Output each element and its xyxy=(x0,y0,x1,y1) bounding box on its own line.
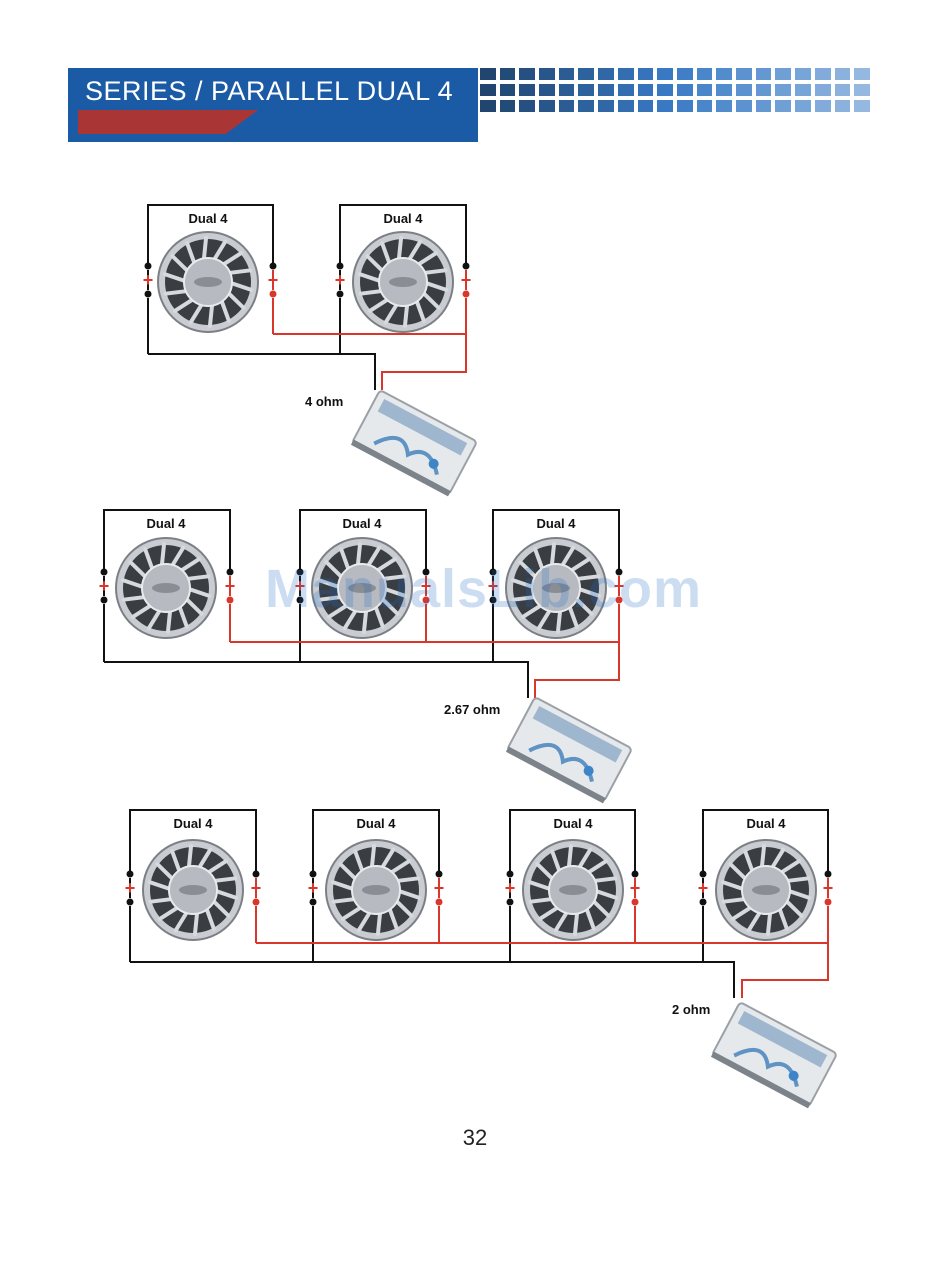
terminal-sign-2-3-l: + xyxy=(698,878,709,898)
speaker-label: Dual 4 xyxy=(536,516,576,531)
terminal-sign-1-0-l: + xyxy=(99,576,110,596)
terminal-dot xyxy=(253,899,260,906)
positive-bus xyxy=(230,642,619,698)
positive-bus xyxy=(273,334,466,390)
terminal-dot xyxy=(227,597,234,604)
subwoofer-2-2 xyxy=(523,840,623,940)
negative-bus xyxy=(130,962,734,998)
subwoofer-1-0 xyxy=(116,538,216,638)
terminal-sign-1-0-r: + xyxy=(225,576,236,596)
subwoofer-0-1 xyxy=(353,232,453,332)
terminal-dot xyxy=(337,291,344,298)
impedance-label: 2.67 ohm xyxy=(444,702,500,717)
terminal-dot xyxy=(632,899,639,906)
terminal-sign-0-1-l: + xyxy=(335,270,346,290)
amplifier-1 xyxy=(506,697,632,803)
positive-bus xyxy=(256,943,828,998)
terminal-dot xyxy=(337,263,344,270)
speaker-label: Dual 4 xyxy=(188,211,228,226)
terminal-sign-2-2-r: + xyxy=(630,878,641,898)
terminal-sign-0-1-r: + xyxy=(461,270,472,290)
page-number: 32 xyxy=(0,1125,950,1151)
terminal-dot xyxy=(145,291,152,298)
speaker-label: Dual 4 xyxy=(173,816,213,831)
terminal-dot xyxy=(463,291,470,298)
terminal-dot xyxy=(436,871,443,878)
terminal-dot xyxy=(270,291,277,298)
watermark: ManualsLib.com xyxy=(265,558,702,620)
terminal-dot xyxy=(310,899,317,906)
terminal-dot xyxy=(436,899,443,906)
terminal-dot xyxy=(825,871,832,878)
speaker-logo xyxy=(752,885,780,895)
terminal-dot xyxy=(253,871,260,878)
terminal-sign-2-1-l: + xyxy=(308,878,319,898)
terminal-dot xyxy=(270,263,277,270)
speaker-label: Dual 4 xyxy=(342,516,382,531)
terminal-sign-2-0-r: + xyxy=(251,878,262,898)
negative-bus xyxy=(148,354,375,390)
speaker-label: Dual 4 xyxy=(146,516,186,531)
terminal-dot xyxy=(507,871,514,878)
terminal-sign-2-1-r: + xyxy=(434,878,445,898)
terminal-dot xyxy=(463,263,470,270)
terminal-dot xyxy=(632,871,639,878)
subwoofer-2-0 xyxy=(143,840,243,940)
terminal-sign-2-0-l: + xyxy=(125,878,136,898)
terminal-dot xyxy=(127,899,134,906)
amplifier-2 xyxy=(711,1002,837,1108)
speaker-logo xyxy=(152,583,180,593)
terminal-dot xyxy=(101,569,108,576)
terminal-sign-0-0-l: + xyxy=(143,270,154,290)
terminal-dot xyxy=(507,899,514,906)
speaker-logo xyxy=(362,885,390,895)
terminal-dot xyxy=(700,871,707,878)
terminal-dot xyxy=(310,871,317,878)
terminal-dot xyxy=(825,899,832,906)
impedance-label: 2 ohm xyxy=(672,1002,710,1017)
speaker-logo xyxy=(559,885,587,895)
terminal-dot xyxy=(101,597,108,604)
subwoofer-2-3 xyxy=(716,840,816,940)
terminal-dot xyxy=(127,871,134,878)
subwoofer-0-0 xyxy=(158,232,258,332)
speaker-label: Dual 4 xyxy=(553,816,593,831)
terminal-sign-2-2-l: + xyxy=(505,878,516,898)
negative-bus xyxy=(104,662,528,698)
speaker-logo xyxy=(194,277,222,287)
speaker-logo xyxy=(179,885,207,895)
terminal-sign-0-0-r: + xyxy=(268,270,279,290)
terminal-sign-2-3-r: + xyxy=(823,878,834,898)
impedance-label: 4 ohm xyxy=(305,394,343,409)
terminal-dot xyxy=(145,263,152,270)
terminal-dot xyxy=(227,569,234,576)
speaker-logo xyxy=(389,277,417,287)
amplifier-0 xyxy=(351,390,477,496)
speaker-label: Dual 4 xyxy=(383,211,423,226)
speaker-label: Dual 4 xyxy=(356,816,396,831)
subwoofer-2-1 xyxy=(326,840,426,940)
terminal-dot xyxy=(700,899,707,906)
speaker-label: Dual 4 xyxy=(746,816,786,831)
